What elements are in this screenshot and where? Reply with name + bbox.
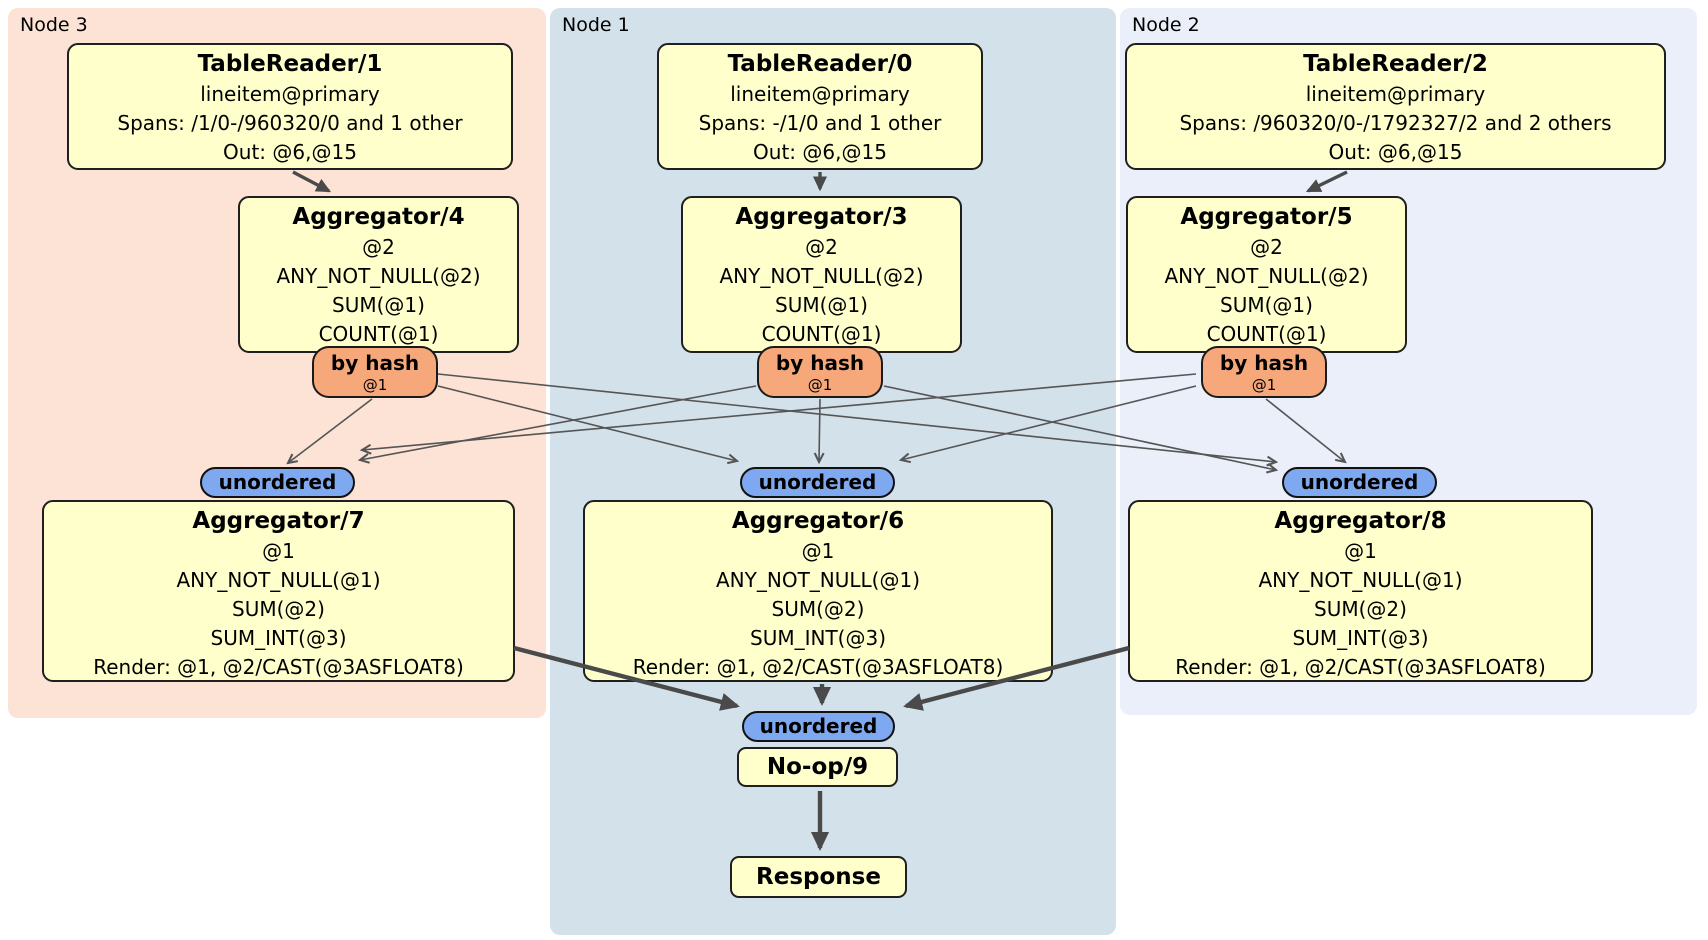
processor-detail: Render: @1, @2/CAST(@3ASFLOAT8) [93, 655, 464, 679]
processor-detail: Spans: /1/0-/960320/0 and 1 other [117, 111, 463, 135]
stream-unordered-node2: unordered [1282, 467, 1437, 498]
processor-detail: ANY_NOT_NULL(@2) [719, 264, 924, 288]
processor-detail: Out: @6,@15 [1328, 140, 1463, 164]
processor-detail: ANY_NOT_NULL(@2) [276, 264, 481, 288]
node1-label: Node 1 [562, 14, 630, 36]
processor-detail: Out: @6,@15 [753, 140, 887, 164]
tablereader-to-aggregator-edges [292, 170, 1348, 193]
processor-detail: SUM(@1) [332, 293, 425, 317]
processor-detail: Render: @1, @2/CAST(@3ASFLOAT8) [1175, 655, 1546, 679]
processor-title: Aggregator/8 [1274, 508, 1447, 534]
processor-title: Aggregator/6 [731, 508, 905, 534]
node2-label: Node 2 [1132, 14, 1200, 36]
processor-tablereader-2: TableReader/2 lineitem@primary Spans: /9… [1125, 43, 1666, 170]
processor-detail: @1 [801, 539, 835, 563]
processor-detail: @1 [1344, 539, 1377, 563]
processor-tablereader-1: TableReader/1 lineitem@primary Spans: /1… [67, 43, 513, 170]
processor-detail: SUM(@2) [232, 597, 325, 621]
router-label: by hash [330, 351, 420, 375]
processor-detail: Spans: -/1/0 and 1 other [698, 111, 942, 135]
processor-detail: @2 [805, 235, 838, 259]
router-hash-key: @1 [1251, 376, 1277, 394]
stream-unordered-node1: unordered [740, 467, 895, 498]
processor-detail: COUNT(@1) [1206, 322, 1327, 346]
processor-detail: lineitem@primary [200, 82, 380, 106]
processor-detail: SUM(@2) [1314, 597, 1407, 621]
processor-title: Aggregator/7 [192, 508, 365, 534]
processor-aggregator-4: Aggregator/4 @2 ANY_NOT_NULL(@2) SUM(@1)… [238, 196, 519, 353]
router-hash-key: @1 [362, 376, 388, 394]
processor-aggregator-7: Aggregator/7 @1 ANY_NOT_NULL(@1) SUM(@2)… [42, 500, 515, 682]
processor-detail: ANY_NOT_NULL(@1) [716, 568, 920, 592]
processor-detail: Render: @1, @2/CAST(@3ASFLOAT8) [632, 655, 1004, 679]
processor-detail: COUNT(@1) [318, 322, 439, 346]
processor-detail: ANY_NOT_NULL(@1) [176, 568, 381, 592]
router-hash-key: @1 [807, 376, 833, 394]
processor-title: Aggregator/4 [292, 204, 465, 230]
response-node: Response [730, 856, 907, 898]
processor-aggregator-8: Aggregator/8 @1 ANY_NOT_NULL(@1) SUM(@2)… [1128, 500, 1593, 682]
processor-title: TableReader/0 [727, 51, 913, 77]
processor-aggregator-3: Aggregator/3 @2 ANY_NOT_NULL(@2) SUM(@1)… [681, 196, 962, 353]
router-label: by hash [775, 351, 865, 375]
stream-unordered-node3: unordered [200, 467, 355, 498]
processor-detail: @1 [262, 539, 295, 563]
processor-detail: COUNT(@1) [761, 322, 882, 346]
processor-detail: SUM(@2) [771, 597, 865, 621]
processor-detail: SUM(@1) [775, 293, 868, 317]
processor-detail: ANY_NOT_NULL(@1) [1258, 568, 1463, 592]
processor-detail: SUM_INT(@3) [1292, 626, 1429, 650]
processor-detail: SUM(@1) [1220, 293, 1313, 317]
processor-title: Aggregator/5 [1180, 204, 1353, 230]
processor-title: Response [756, 864, 881, 890]
router-by-hash-node1: by hash @1 [757, 346, 883, 398]
node3-label: Node 3 [20, 14, 88, 36]
processor-detail: SUM_INT(@3) [210, 626, 347, 650]
processor-title: TableReader/1 [197, 51, 383, 77]
processor-detail: @2 [362, 235, 395, 259]
processor-title: No-op/9 [766, 754, 869, 780]
processor-detail: ANY_NOT_NULL(@2) [1164, 264, 1369, 288]
processor-detail: lineitem@primary [730, 82, 910, 106]
router-by-hash-node3: by hash @1 [312, 346, 438, 398]
processor-noop-9: No-op/9 [737, 747, 898, 787]
processor-aggregator-6: Aggregator/6 @1 ANY_NOT_NULL(@1) SUM(@2)… [583, 500, 1053, 682]
stream-unordered-final: unordered [742, 711, 895, 742]
processor-detail: Spans: /960320/0-/1792327/2 and 2 others [1179, 111, 1612, 135]
processor-aggregator-5: Aggregator/5 @2 ANY_NOT_NULL(@2) SUM(@1)… [1126, 196, 1407, 353]
processor-tablereader-0: TableReader/0 lineitem@primary Spans: -/… [657, 43, 983, 170]
hash-to-unordered-mesh-edges [288, 373, 1345, 470]
processor-detail: lineitem@primary [1305, 82, 1486, 106]
aggregator-to-final-edges [513, 645, 1130, 852]
router-label: by hash [1219, 351, 1309, 375]
processor-detail: @2 [1250, 235, 1283, 259]
processor-title: TableReader/2 [1303, 51, 1488, 77]
processor-detail: SUM_INT(@3) [750, 626, 886, 650]
processor-detail: Out: @6,@15 [223, 140, 357, 164]
processor-title: Aggregator/3 [735, 204, 908, 230]
router-by-hash-node2: by hash @1 [1201, 346, 1327, 398]
